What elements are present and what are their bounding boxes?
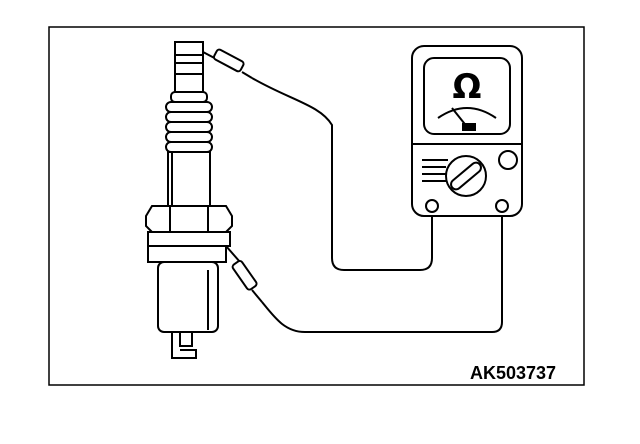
plug-insulator-body bbox=[167, 151, 211, 207]
range-selector-knob bbox=[422, 155, 487, 197]
probe-bottom bbox=[225, 245, 263, 303]
probe-top bbox=[202, 48, 253, 79]
test-lead-bottom bbox=[261, 212, 503, 333]
spark-plug bbox=[145, 41, 233, 359]
plug-gasket bbox=[147, 231, 231, 247]
plug-hex-nut bbox=[145, 205, 233, 233]
test-lead-top bbox=[251, 77, 433, 271]
ohm-symbol: Ω bbox=[453, 67, 482, 107]
plug-center-electrode bbox=[179, 331, 193, 347]
meter-display-window bbox=[423, 57, 511, 135]
plug-ground-electrode bbox=[171, 332, 197, 359]
plug-insulator-ribs bbox=[165, 91, 213, 153]
meter-scale bbox=[437, 107, 497, 119]
meter-jack-left bbox=[425, 199, 439, 213]
ohmmeter bbox=[411, 45, 523, 217]
plug-terminal bbox=[174, 41, 204, 93]
plug-shell bbox=[147, 245, 227, 263]
figure-frame bbox=[48, 26, 585, 386]
meter-zero-adjust bbox=[498, 150, 518, 170]
meter-jack-right bbox=[495, 199, 509, 213]
figure-code: AK503737 bbox=[470, 363, 557, 383]
